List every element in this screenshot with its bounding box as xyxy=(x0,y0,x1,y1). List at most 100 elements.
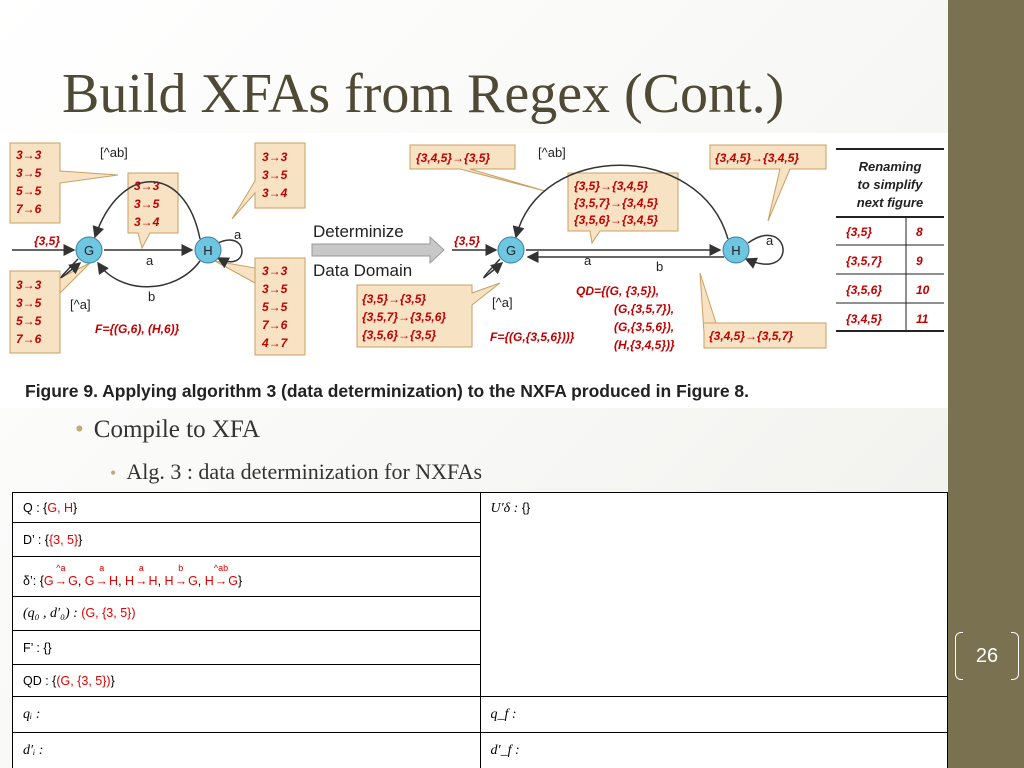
delta-open: { xyxy=(39,574,44,588)
renaming-row2-val: 9 xyxy=(916,254,923,268)
left-label-not-a: [^a] xyxy=(70,297,91,312)
right-node-g-label: G xyxy=(506,243,516,258)
callout-rtl-text: {3,4,5}→{3,5} xyxy=(416,151,490,165)
callout-lb-line2: 3→5 xyxy=(16,296,42,310)
callout-ltr-line2: 3→5 xyxy=(262,168,288,182)
delta-to: H xyxy=(109,574,119,588)
callout-right-top-left xyxy=(409,144,546,192)
determinize-arrow-shape xyxy=(311,235,445,265)
row-qi-qf: qᵢ : q_f : xyxy=(12,696,948,733)
left-edge-ab xyxy=(92,181,201,240)
callout-lm-line1: 3→3 xyxy=(134,179,160,193)
delta-from: H xyxy=(204,574,214,588)
right-start-label: {3,5} xyxy=(454,234,480,248)
qd-open: { xyxy=(52,673,57,688)
renaming-header-2: to simplify xyxy=(857,177,923,192)
arrow-icon: →a xyxy=(95,563,109,588)
callout-lbr-line1: 3→3 xyxy=(262,264,288,278)
determinize-arrow: Determinize Data Domain xyxy=(311,222,445,280)
right-label-b: b xyxy=(656,259,663,274)
right-node-g xyxy=(497,236,525,264)
qd-close: } xyxy=(110,673,115,688)
callout-rbl-line2: {3,5,7}→{3,5,6} xyxy=(362,310,446,324)
left-node-g xyxy=(75,236,103,264)
callout-right-top-right xyxy=(709,144,827,222)
side-band xyxy=(948,0,1024,768)
cell-q: Q : {G, H} xyxy=(12,492,481,523)
right-node-h xyxy=(722,236,750,264)
right-label-ab: [^ab] xyxy=(538,145,566,160)
delta-to: G xyxy=(228,574,239,588)
right-edge-ab xyxy=(512,164,729,240)
callout-rbr-text: {3,4,5}→{3,5,7} xyxy=(709,329,793,343)
arrow-icon: →^ab xyxy=(213,563,229,588)
bullet-alg3: • Alg. 3 : data determinization for NXFAs xyxy=(110,459,482,485)
d-close: } xyxy=(78,532,83,547)
determinize-text-2: Data Domain xyxy=(313,261,412,280)
page-number: 26 xyxy=(955,628,1019,684)
delta-to: H xyxy=(148,574,158,588)
determinize-text-1: Determinize xyxy=(313,222,404,241)
delta-separator: , xyxy=(157,574,165,588)
delta-separator: , xyxy=(77,574,85,588)
renaming-row4-val: 11 xyxy=(916,312,929,326)
d-open: { xyxy=(44,532,49,547)
df-label: d′_f : xyxy=(490,742,520,758)
row-di-df: d′ᵢ : d′_f : xyxy=(12,732,948,768)
di-label: d′ᵢ : xyxy=(23,742,44,758)
bullet-alg3-text: Alg. 3 : data determinization for NXFAs xyxy=(126,459,483,484)
delta-label: ^a xyxy=(56,563,66,573)
cell-df: d′_f : xyxy=(479,732,948,768)
callout-left-top-right xyxy=(231,142,306,220)
arrow-icon: →^a xyxy=(54,563,68,588)
q-value: G, H xyxy=(47,500,74,515)
delta-to: G xyxy=(68,574,78,588)
left-self-h xyxy=(216,239,243,269)
callout-lbr-line4: 7→6 xyxy=(262,318,288,332)
right-final-text: F={(G,{3,5,6}))} xyxy=(490,330,575,344)
u-delta-prefix: U′δ : xyxy=(490,501,522,516)
bullet-compile: •Compile to XFA xyxy=(75,416,260,444)
right-qd-line1: QD={(G, {3,5}), xyxy=(576,284,659,298)
callout-lt-line4: 7→6 xyxy=(16,202,42,216)
d-value: {3, 5} xyxy=(48,532,79,547)
callout-lbr-line5: 4→7 xyxy=(261,336,289,350)
row-q: Q : {G, H} U′δ : {} xyxy=(12,492,948,697)
left-node-h-label: H xyxy=(203,243,212,258)
renaming-row1-val: 8 xyxy=(916,225,923,239)
renaming-row4-key: {3,4,5} xyxy=(846,312,882,326)
cell-q0: (q₀ , d′₀) : (G, {3, 5}) xyxy=(12,596,481,631)
right-qd-line2: (G,{3,5,7}), xyxy=(614,302,674,316)
left-label-b: b xyxy=(148,289,155,304)
right-label-a: a xyxy=(584,253,592,268)
q0-prefix: (q₀ , d′₀) : xyxy=(23,605,82,621)
delta-close: } xyxy=(238,574,243,588)
delta-from: G xyxy=(43,574,54,588)
right-self-g xyxy=(483,258,504,279)
left-node-g-label: G xyxy=(84,243,94,258)
right-label-a-self: a xyxy=(766,233,774,248)
left-nxfa: 3→3 3→5 5→5 7→6 3→3 3→5 3→4 3→3 3→5 3→4 … xyxy=(9,142,306,356)
delta-label: a xyxy=(138,563,144,573)
qi-label: qᵢ : xyxy=(23,706,41,722)
renaming-row3-key: {3,5,6} xyxy=(846,283,882,297)
renaming-header-3: next figure xyxy=(857,195,923,210)
callout-ltr-line3: 3→4 xyxy=(262,186,288,200)
delta-from: H xyxy=(125,574,135,588)
q-open: { xyxy=(43,500,48,515)
callout-right-bottom-left xyxy=(356,282,501,348)
callout-lb-line4: 7→6 xyxy=(16,332,42,346)
bullet-dot-icon: • xyxy=(110,463,117,483)
callout-left-mid xyxy=(127,172,179,250)
arrow-icon: →b xyxy=(174,563,188,588)
cell-qd: QD : {(G, {3, 5})} xyxy=(12,664,481,697)
row-d: D’ : {{3, 5}} xyxy=(12,522,948,557)
callout-lt-line1: 3→3 xyxy=(16,148,42,162)
